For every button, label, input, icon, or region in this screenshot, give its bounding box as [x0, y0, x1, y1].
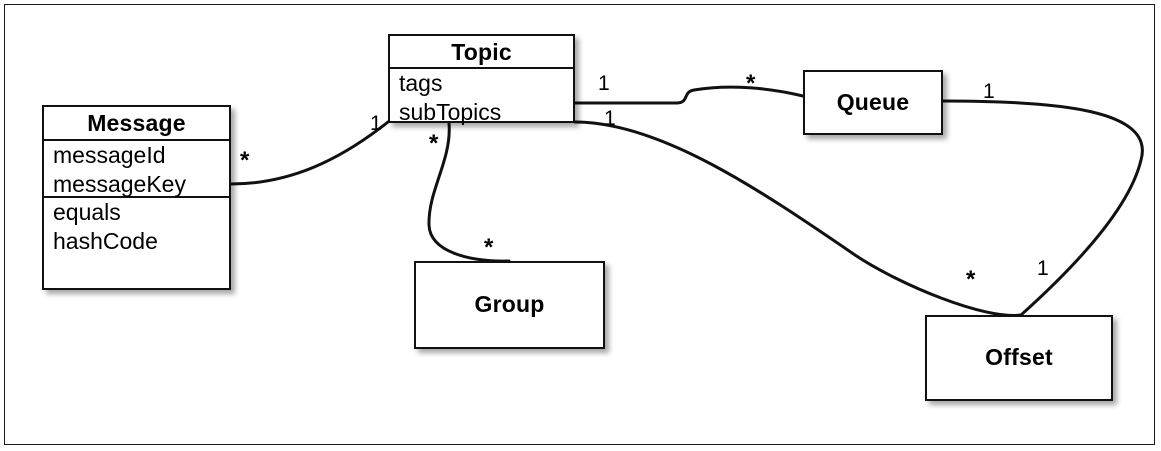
multiplicity-message-end: * [240, 147, 250, 174]
association-line-queue-offset [941, 99, 1144, 317]
association-line-topic-group [427, 121, 511, 263]
operation-equals: equals [53, 199, 121, 225]
association-line-message-topic [229, 120, 390, 186]
association-line-topic-offset [573, 120, 1023, 317]
class-box-topic[interactable]: Topic tags subTopics [388, 34, 575, 126]
multiplicity-queue-offset-end: 1 [983, 80, 995, 103]
class-box-queue[interactable]: Queue [803, 70, 943, 135]
class-box-message[interactable]: Message messageId messageKey equals hash… [42, 105, 231, 290]
class-name-message: Message [87, 110, 186, 136]
attribute-tags: tags [399, 70, 443, 96]
class-attributes-message: messageId messageKey [44, 139, 229, 197]
multiplicity-queue-topic-end: * [746, 70, 756, 97]
operation-hashCode: hashCode [53, 227, 158, 254]
attribute-subTopics: subTopics [399, 98, 502, 125]
class-name-group: Group [474, 291, 545, 317]
multiplicity-topic-queue-end: 1 [598, 72, 610, 95]
class-name-offset: Offset [985, 344, 1053, 370]
multiplicity-topic-offset-end: 1 [604, 107, 616, 130]
class-name-queue: Queue [836, 89, 910, 115]
multiplicity-topic-group-end: * [429, 130, 439, 157]
multiplicity-topic-message-end: 1 [370, 112, 382, 135]
multiplicity-offset-queue-end: 1 [1037, 257, 1049, 280]
association-line-topic-queue [573, 85, 805, 105]
attribute-messageKey: messageKey [53, 170, 186, 197]
class-box-group[interactable]: Group [414, 261, 605, 349]
attribute-messageId: messageId [53, 142, 166, 168]
multiplicity-offset-topic-end: * [966, 266, 976, 293]
class-operations-message: equals hashCode [44, 196, 229, 290]
class-box-offset[interactable]: Offset [925, 315, 1113, 401]
class-name-topic: Topic [451, 39, 512, 65]
class-attributes-topic: tags subTopics [390, 67, 573, 126]
multiplicity-group-topic-end: * [484, 234, 494, 261]
